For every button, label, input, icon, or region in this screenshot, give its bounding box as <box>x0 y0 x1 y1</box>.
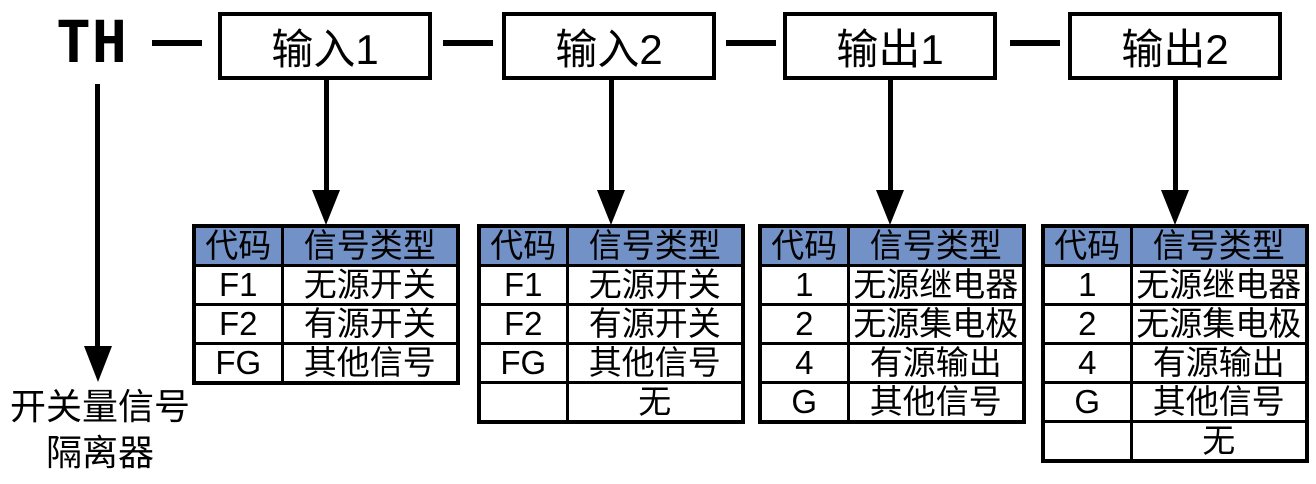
signal-type-header-cell: 信号类型 <box>846 224 1026 267</box>
down-arrow-line <box>888 80 893 192</box>
code-cell: G <box>758 381 850 424</box>
code-cell: 4 <box>758 342 850 384</box>
signal-type-header-cell: 信号类型 <box>565 224 745 267</box>
signal-type-cell: 有源输出 <box>1129 342 1309 384</box>
code-header-cell: 代码 <box>1041 224 1133 267</box>
code-cell: FG <box>477 342 569 384</box>
code-cell: G <box>1041 381 1133 423</box>
separator-dash <box>726 40 776 46</box>
separator-dash <box>443 40 493 46</box>
signal-type-cell: 有源输出 <box>846 342 1026 384</box>
table-header-row: 代码信号类型 <box>758 224 1026 267</box>
down-arrow-line <box>609 80 614 192</box>
code-cell: F1 <box>477 264 569 306</box>
code-header-cell: 代码 <box>758 224 850 267</box>
down-arrow-head-icon <box>84 346 112 382</box>
down-arrow-line <box>324 80 329 192</box>
segment-box-label: 输入2 <box>555 25 663 73</box>
table-row: 无 <box>1041 420 1309 463</box>
separator-dash <box>1010 40 1060 46</box>
segment-box-label: 输出2 <box>1121 25 1229 73</box>
down-arrow-line <box>1173 80 1178 192</box>
code-cell: 2 <box>758 303 850 345</box>
code-cell: F2 <box>477 303 569 345</box>
signal-type-cell: 其他信号 <box>1129 381 1309 423</box>
down-arrow-head-icon <box>876 190 904 225</box>
segment-box-label: 输入1 <box>271 25 379 73</box>
code-cell: 1 <box>1041 264 1133 306</box>
prefix-description: 开关量信号 隔离器 <box>0 384 200 476</box>
code-cell: FG <box>192 342 284 385</box>
code-header-cell: 代码 <box>477 224 569 267</box>
signal-type-cell: 其他信号 <box>280 342 460 385</box>
signal-type-cell: 其他信号 <box>846 381 1026 424</box>
code-segment-box-input1: 输入1 <box>218 12 432 80</box>
prefix-description-line1: 开关量信号 <box>9 386 190 427</box>
signal-type-cell: 无源开关 <box>565 264 745 306</box>
code-segment-box-input2: 输入2 <box>502 12 716 80</box>
code-segment-box-output1: 输出1 <box>783 12 997 80</box>
down-arrow-head-icon <box>597 190 625 225</box>
signal-type-cell: 无源开关 <box>280 264 460 306</box>
signal-type-cell: 有源开关 <box>565 303 745 345</box>
table-row: 无 <box>477 381 745 424</box>
down-arrow-head-icon <box>1161 190 1189 225</box>
separator-dash <box>152 40 202 46</box>
table-header-row: 代码信号类型 <box>1041 224 1309 267</box>
down-arrow-line <box>95 84 100 346</box>
signal-type-cell: 无 <box>1129 420 1309 463</box>
signal-type-cell: 无源继电器 <box>1129 264 1309 306</box>
code-cell <box>477 381 569 424</box>
table-header-row: 代码信号类型 <box>477 224 745 267</box>
code-cell: 4 <box>1041 342 1133 384</box>
down-arrow-head-icon <box>312 190 340 225</box>
signal-type-cell: 其他信号 <box>565 342 745 384</box>
prefix-description-line2: 隔离器 <box>45 432 154 473</box>
signal-type-cell: 无源集电极 <box>1129 303 1309 345</box>
code-cell: F1 <box>192 264 284 306</box>
table-header-row: 代码信号类型 <box>192 224 460 267</box>
signal-type-cell: 有源开关 <box>280 303 460 345</box>
signal-type-cell: 无 <box>565 381 745 424</box>
signal-type-cell: 无源集电极 <box>846 303 1026 345</box>
code-cell <box>1041 420 1133 463</box>
code-header-cell: 代码 <box>192 224 284 267</box>
segment-box-label: 输出1 <box>836 25 944 73</box>
signal-type-header-cell: 信号类型 <box>280 224 460 267</box>
signal-type-header-cell: 信号类型 <box>1129 224 1309 267</box>
code-cell: F2 <box>192 303 284 345</box>
code-segment-box-output2: 输出2 <box>1068 12 1282 80</box>
code-cell: 1 <box>758 264 850 306</box>
signal-type-cell: 无源继电器 <box>846 264 1026 306</box>
code-cell: 2 <box>1041 303 1133 345</box>
model-prefix: TH <box>56 8 128 76</box>
